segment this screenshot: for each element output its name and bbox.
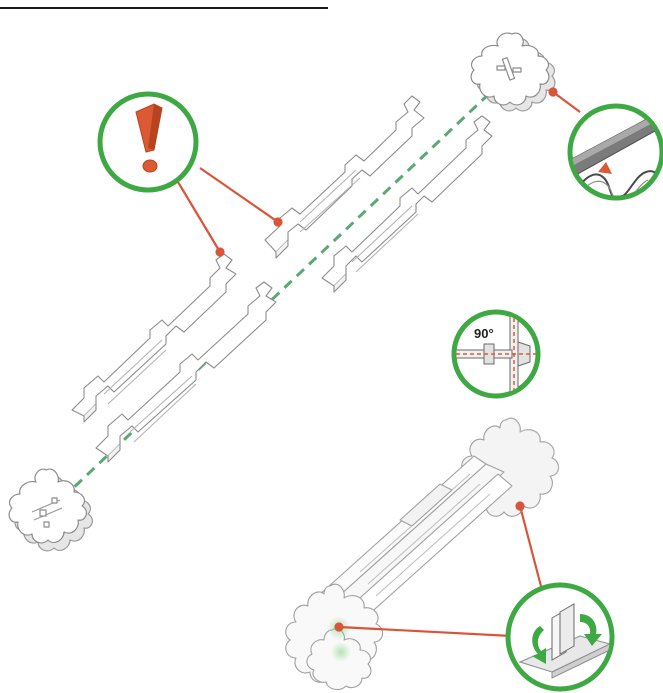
angle-label: 90°	[474, 326, 494, 341]
warning-callout	[100, 94, 196, 190]
glue-point-lower	[331, 642, 351, 662]
strip-upper-right	[322, 116, 492, 292]
edge-detail-callout	[570, 106, 663, 204]
angle-callout: 90°	[454, 312, 540, 396]
rotate-callout	[508, 585, 612, 689]
